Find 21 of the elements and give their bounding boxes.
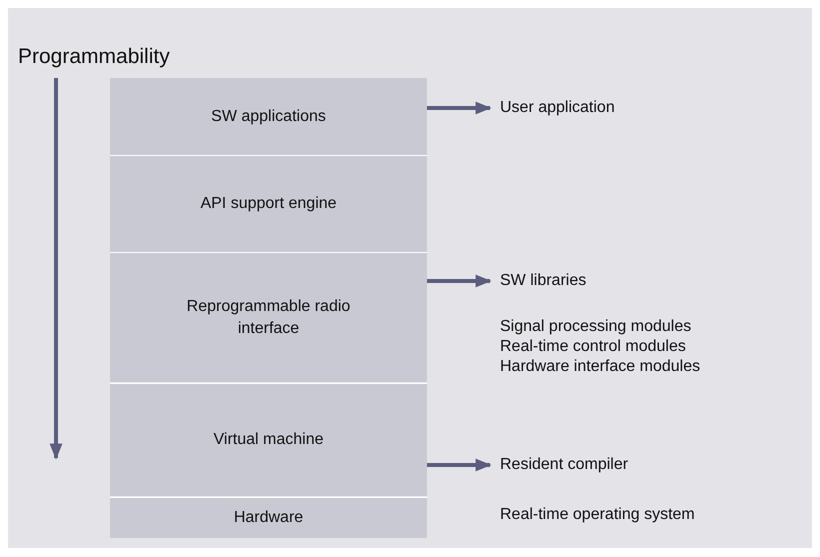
annotation-text: Resident compiler (500, 455, 628, 475)
layer-box (110, 498, 427, 538)
layer-label: Hardware (232, 508, 304, 528)
layer-box (110, 78, 427, 155)
annotation-text: SW libraries (500, 271, 586, 291)
annotation-text: Signal processing modules (500, 317, 692, 337)
diagram-title: Programmability (18, 45, 170, 69)
annotation-text: User application (500, 98, 615, 118)
arrow (427, 102, 492, 114)
layer-box (110, 253, 427, 382)
arrow (427, 458, 492, 472)
annotation-text: Hardware interface modules (500, 357, 700, 377)
layer-box (110, 156, 427, 252)
layer-label: SW applications (210, 106, 327, 126)
layer-label: Virtual machine (212, 430, 324, 450)
annotation-text: Real-time operating system (500, 505, 695, 525)
layer-box (110, 384, 427, 496)
layer-label: Reprogrammable radio interface (186, 296, 352, 338)
arrow (427, 274, 492, 288)
annotation-text: Real-time control modules (500, 337, 686, 357)
layer-label: API support engine (199, 194, 338, 214)
